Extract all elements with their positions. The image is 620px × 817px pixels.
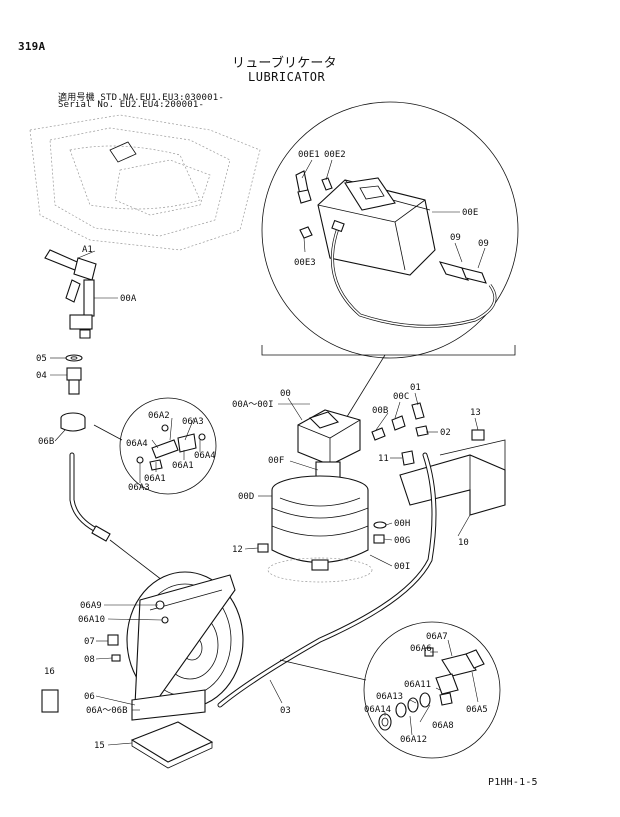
label-15: 15 bbox=[94, 741, 105, 751]
footer-code: P1HH-1-5 bbox=[488, 777, 538, 788]
label-00A-00I: 00A～00I bbox=[232, 400, 274, 410]
label-07: 07 bbox=[84, 637, 95, 647]
label-06A10: 06A10 bbox=[78, 615, 105, 625]
label-06A4b: 06A4 bbox=[194, 451, 216, 461]
label-06A9: 06A9 bbox=[80, 601, 102, 611]
label-00G: 00G bbox=[394, 536, 410, 546]
label-01: 01 bbox=[410, 383, 421, 393]
bracket bbox=[399, 429, 506, 516]
label-02: 02 bbox=[440, 428, 451, 438]
label-00F: 00F bbox=[268, 456, 284, 466]
label-00H: 00H bbox=[394, 519, 410, 529]
label-06A-06B: 06A～06B bbox=[86, 706, 128, 716]
label-09b: 09 bbox=[478, 239, 489, 249]
fitting-detail-circle bbox=[279, 621, 501, 759]
label-06A7: 06A7 bbox=[426, 632, 448, 642]
serial-line-2: Serial No. EU2.EU4:200001- bbox=[58, 100, 205, 110]
label-06A3b: 06A3 bbox=[128, 483, 150, 493]
pump-unit bbox=[257, 402, 429, 583]
controller-detail-circle bbox=[261, 101, 519, 421]
label-10: 10 bbox=[458, 538, 469, 548]
label-12: 12 bbox=[232, 545, 243, 555]
label-00E: 00E bbox=[462, 208, 478, 218]
label-06A1b: 06A1 bbox=[144, 474, 166, 484]
part-labels: A1 00A 05 04 06B 00E1 00E2 00E 00E3 09 0… bbox=[36, 150, 489, 751]
label-00E3: 00E3 bbox=[294, 258, 316, 268]
label-11: 11 bbox=[378, 454, 389, 464]
label-06A4a: 06A4 bbox=[126, 439, 148, 449]
label-00I: 00I bbox=[394, 562, 410, 572]
grease-gun-assembly bbox=[44, 249, 176, 591]
label-00C: 00C bbox=[393, 392, 409, 402]
label-06A11: 06A11 bbox=[404, 680, 431, 690]
base-plate bbox=[41, 689, 214, 769]
label-09a: 09 bbox=[450, 233, 461, 243]
page-number: 319A bbox=[18, 40, 46, 53]
hose-reel bbox=[107, 571, 244, 721]
label-06A5: 06A5 bbox=[466, 705, 488, 715]
label-06A8: 06A8 bbox=[432, 721, 454, 731]
label-00B: 00B bbox=[372, 406, 388, 416]
label-A1: A1 bbox=[82, 245, 93, 255]
label-03: 03 bbox=[280, 706, 291, 716]
label-16: 16 bbox=[44, 667, 55, 677]
label-06A14: 06A14 bbox=[364, 705, 391, 715]
label-00E2: 00E2 bbox=[324, 150, 346, 160]
label-06A1a: 06A1 bbox=[172, 461, 194, 471]
label-04: 04 bbox=[36, 371, 47, 381]
label-06A3a: 06A3 bbox=[182, 417, 204, 427]
label-00: 00 bbox=[280, 389, 291, 399]
serial-line-1: 適用号機 STD.NA.EU1.EU3:030001- bbox=[58, 93, 225, 103]
label-00A: 00A bbox=[120, 294, 137, 304]
machine-ghost-outline bbox=[29, 114, 261, 251]
title-japanese: リューブリケータ bbox=[232, 56, 337, 71]
label-06A12: 06A12 bbox=[400, 735, 427, 745]
label-08: 08 bbox=[84, 655, 95, 665]
main-hose bbox=[217, 452, 437, 708]
label-00E1: 00E1 bbox=[298, 150, 320, 160]
label-06: 06 bbox=[84, 692, 95, 702]
label-06A13: 06A13 bbox=[376, 692, 403, 702]
title-english: LUBRICATOR bbox=[248, 70, 326, 84]
label-06A6: 06A6 bbox=[410, 644, 432, 654]
label-00D: 00D bbox=[238, 492, 254, 502]
label-06B: 06B bbox=[38, 437, 54, 447]
label-06A2: 06A2 bbox=[148, 411, 170, 421]
label-13: 13 bbox=[470, 408, 481, 418]
leader-lines bbox=[50, 159, 486, 746]
label-05: 05 bbox=[36, 354, 47, 364]
